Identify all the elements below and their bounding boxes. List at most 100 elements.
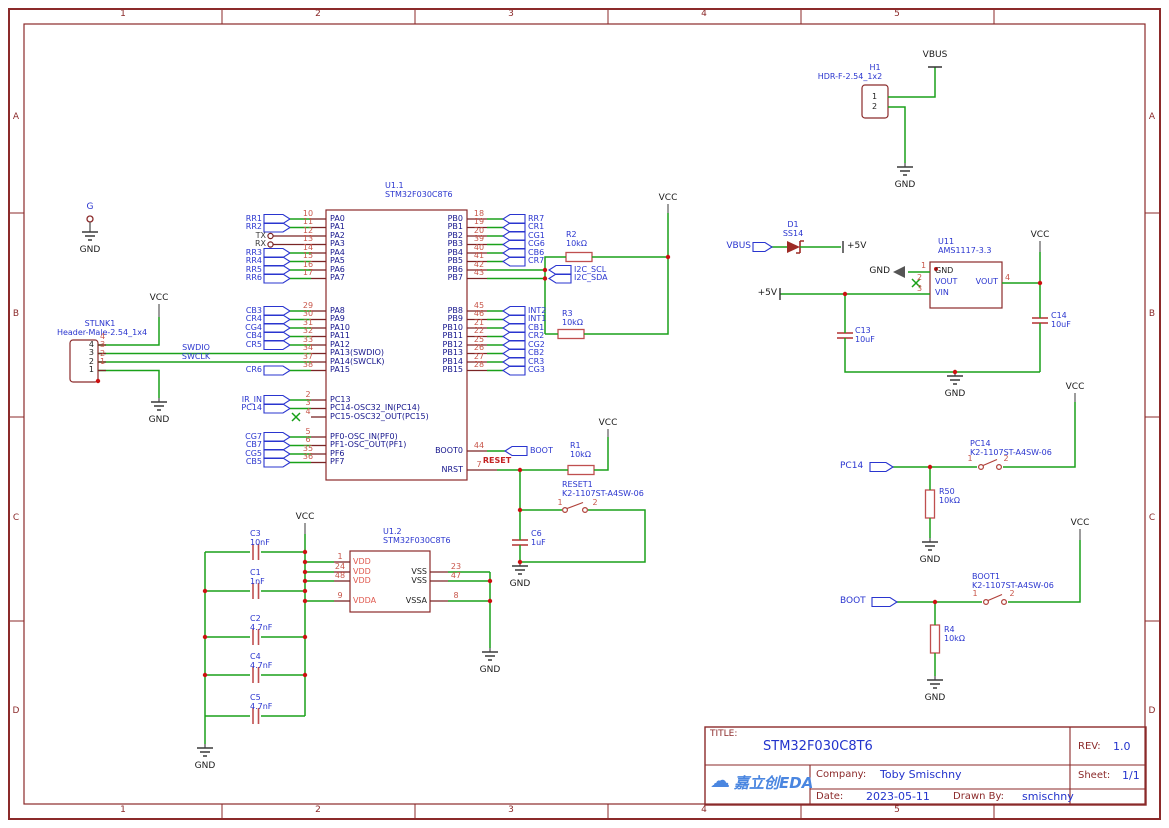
pin-number: 22 (473, 326, 485, 335)
stlnk1-body[interactable] (69, 339, 99, 383)
pin-number: 25 (473, 334, 485, 344)
pin-name: VOUT (935, 277, 958, 286)
h1-ref: H1 (869, 63, 881, 72)
border-col-label: 1 (120, 9, 126, 19)
net-flag-label: IR_IN (241, 394, 262, 404)
pin-name: PA4 (330, 247, 345, 257)
net-flag-label: RR6 (245, 273, 262, 283)
gnd-label: GND (509, 579, 531, 589)
capacitor-c14[interactable] (1032, 317, 1048, 324)
net-flag-icon (263, 213, 292, 225)
gnd-symbol-icon (897, 166, 913, 176)
c6-value: 1uF (531, 538, 546, 547)
pin-name: VDD (353, 566, 371, 576)
net-flag-icon (547, 273, 572, 284)
pin-number: 1 (921, 261, 927, 270)
cap-value: 10nF (250, 538, 270, 547)
net-flag-label: CR5 (245, 339, 262, 349)
gnd-label: GND (148, 415, 170, 425)
pc14-flag-icon[interactable] (869, 461, 895, 473)
switch-pc14[interactable] (977, 458, 1002, 471)
pin-name: PB9 (447, 314, 463, 324)
net-flag-label: RR5 (245, 264, 262, 274)
net-flag-label: RX (254, 239, 266, 249)
junction-dot (302, 672, 308, 678)
vcc-label: VCC (1030, 230, 1050, 240)
cap-value: 4.7nF (250, 702, 273, 711)
reset1-ref: RESET1 (562, 480, 593, 489)
net-swdio: SWDIO (182, 343, 210, 352)
pin-name: VDDA (353, 595, 377, 605)
u11-ref: U11 (938, 237, 955, 246)
drawn-by-label: Drawn By: (953, 791, 1005, 802)
cap-ref: C4 (250, 652, 261, 661)
resistor-r3[interactable] (557, 328, 585, 340)
border-col-label: 4 (701, 805, 707, 815)
net-flag-icon (263, 339, 292, 351)
net-flag-icon (501, 356, 526, 368)
vbus-flag-icon[interactable] (752, 241, 774, 253)
pin-name: GND (935, 266, 954, 275)
junction-dot (302, 559, 308, 565)
logo-text: 嘉立创EDA (734, 774, 814, 792)
pin-name: PB4 (447, 247, 463, 257)
pin-number: 4 (100, 331, 106, 341)
company-label: Company: (816, 769, 867, 780)
junction-dot (202, 634, 208, 640)
resistor-r1[interactable] (567, 464, 595, 476)
pin-name: PF6 (330, 448, 345, 458)
resistor-r2[interactable] (565, 251, 593, 263)
date-value: 2023-05-11 (866, 790, 930, 803)
pin-number: 20 (473, 225, 485, 235)
pin-number: 29 (302, 300, 314, 310)
resistor-r50[interactable] (924, 489, 936, 519)
cap-ref: C1 (250, 568, 261, 577)
net-flag-icon (501, 322, 526, 334)
u1-2-part: STM32F030C8T6 (383, 536, 451, 545)
net-flag-icon (263, 273, 292, 284)
pin-number: 4 (305, 406, 311, 416)
net-flag-label: RR4 (245, 256, 262, 266)
r1-ref: R1 (570, 441, 581, 450)
pin-name: BOOT0 (435, 445, 463, 455)
h1-pin-2: 2 (872, 102, 878, 111)
net-flag-icon (547, 264, 572, 276)
junction-dot (302, 588, 308, 594)
pin-name: VSS (411, 566, 427, 576)
boot-flag-icon[interactable] (871, 596, 899, 608)
net-flag-label: RR1 (245, 213, 262, 223)
pin-number: 7 (476, 459, 482, 469)
pin-name: PC13 (330, 394, 351, 404)
pin-number: 30 (302, 309, 314, 318)
testpoint-g-icon[interactable] (86, 215, 94, 228)
gnd-symbol-icon (512, 565, 528, 575)
net-flag-icon (263, 331, 292, 342)
border-row-label: A (1148, 112, 1156, 122)
junction-dot (542, 267, 548, 273)
sw-pin-number: 2 (1009, 589, 1015, 598)
u11-body[interactable] (929, 261, 1003, 309)
u1-1-part: STM32F030C8T6 (385, 190, 453, 199)
switch-boot1[interactable] (982, 593, 1007, 605)
capacitor-c13[interactable] (837, 332, 853, 339)
resistor-r4[interactable] (929, 624, 941, 654)
switch-reset1[interactable] (561, 501, 588, 514)
net-flag-label: CB4 (245, 331, 262, 341)
junction-dot (95, 378, 101, 384)
pin-name: PB1 (447, 222, 463, 232)
junction-dot (1037, 280, 1043, 286)
pin-name: PB5 (447, 256, 463, 266)
junction-dot (202, 588, 208, 594)
pin-number: 47 (450, 570, 462, 580)
capacitor-c6[interactable] (512, 539, 528, 546)
net-flag-label: INT1 (528, 314, 547, 324)
junction-dot (487, 598, 493, 604)
gnd-symbol-icon (927, 679, 943, 689)
h1-body[interactable] (861, 84, 889, 119)
junction-dot (665, 254, 671, 260)
junction-dot (302, 634, 308, 640)
pin-number: 19 (473, 217, 485, 226)
diode-d1[interactable] (787, 240, 804, 254)
